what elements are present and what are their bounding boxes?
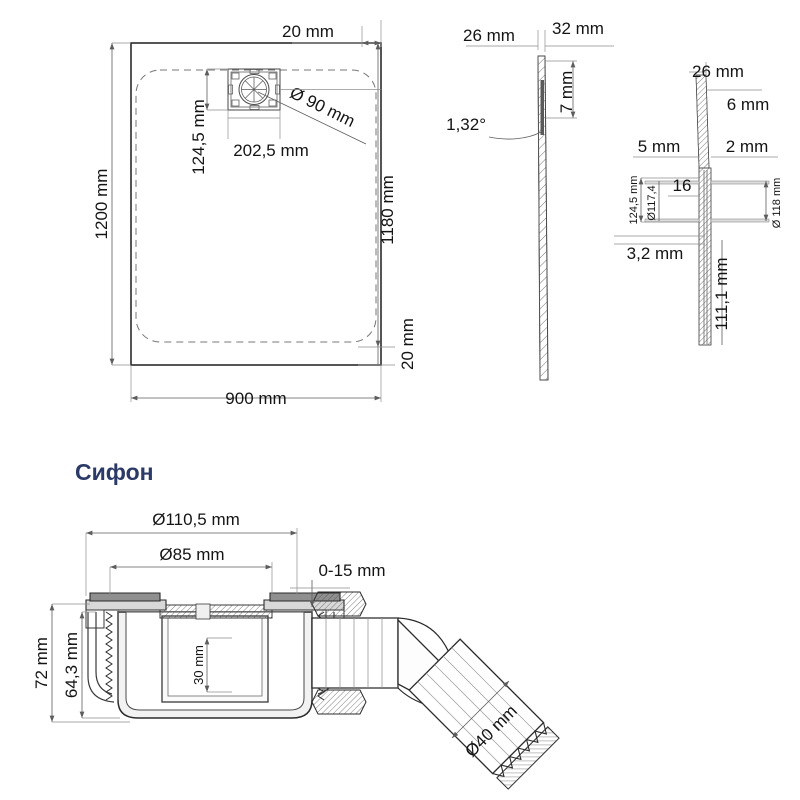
- dim-siphon-outer-diameter: Ø110,5 mm: [152, 510, 240, 529]
- dim-detail-right-gap: 2 mm: [726, 137, 769, 156]
- dim-section-top-left: 26 mm: [463, 26, 515, 45]
- dim-siphon-total-height: 72 mm: [32, 637, 51, 689]
- dim-overall-width: 900 mm: [225, 389, 286, 408]
- dim-drain-offset-y: 124,5 mm: [189, 99, 208, 175]
- siphon-assembly-group: Ø110,5 mm Ø85 mm 0-15 mm 72 mm 64,3 mm 3…: [32, 510, 560, 790]
- dim-drain-diameter: Ø 90 mm: [287, 83, 358, 131]
- dim-lip-thickness: 7 mm: [557, 71, 576, 114]
- siphon-section-title: Сифон: [75, 459, 154, 485]
- side-section-group: 26 mm 32 mm 7 mm 1,32°: [446, 19, 614, 381]
- dim-overall-height: 1200 mm: [92, 169, 111, 240]
- dim-siphon-adjust-range: 0-15 mm: [318, 561, 385, 580]
- siphon-left-collar: [85, 592, 167, 703]
- dim-detail-total-depth: 111,1 mm: [712, 257, 731, 330]
- plan-view-group: 1200 mm 900 mm 1180 mm 20 mm 20 mm 124,5…: [92, 20, 417, 408]
- dim-section-top-right: 32 mm: [552, 19, 604, 38]
- dim-detail-span: 124,5 mm: [628, 176, 640, 225]
- dim-inner-height: 1180 mm: [378, 175, 397, 245]
- dim-edge-bottom: 20 mm: [398, 318, 417, 370]
- dim-detail-left-gap: 5 mm: [638, 137, 681, 156]
- dim-siphon-body-height: 64,3 mm: [62, 632, 81, 698]
- dim-detail-top-width: 26 mm: [692, 62, 744, 81]
- dim-detail-inner-dia: Ø117,4: [646, 185, 658, 220]
- dim-section-angle: 1,32°: [446, 115, 486, 134]
- drain-plan-symbol: [227, 68, 281, 111]
- dim-siphon-water-seal: 30 mm: [191, 645, 206, 685]
- dim-edge-top: 20 mm: [282, 22, 334, 41]
- dim-detail-bore: 16: [673, 176, 692, 195]
- dim-siphon-inner-diameter: Ø85 mm: [159, 545, 224, 564]
- drain-detail-group: 26 mm 6 mm 5 mm 2 mm 124,5 mm Ø117,4 16 …: [614, 62, 783, 346]
- dim-drain-offset-x: 202,5 mm: [233, 141, 309, 160]
- dim-detail-outer-dia: Ø 118 mm: [771, 178, 783, 229]
- dim-detail-flange: 6 mm: [727, 95, 770, 114]
- dim-detail-base-thickness: 3,2 mm: [627, 244, 684, 263]
